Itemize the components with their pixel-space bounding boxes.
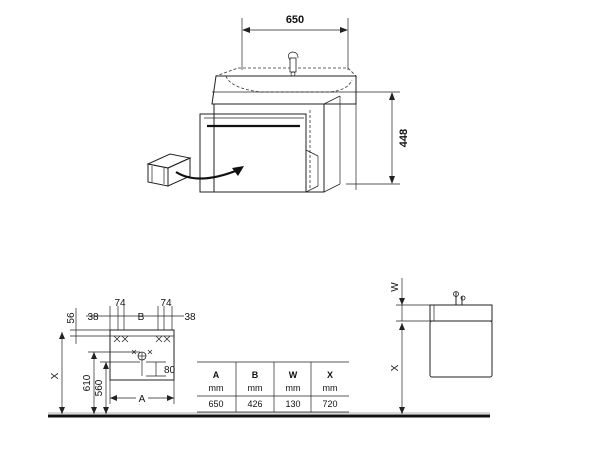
table-unit-b: mm — [248, 383, 263, 393]
table-unit-a: mm — [209, 383, 224, 393]
table-header-w: W — [289, 370, 298, 380]
fixing-point-icon — [113, 335, 171, 343]
dim-x-left: X — [50, 372, 61, 379]
dim-left-38: 38 — [87, 312, 99, 323]
dim-560: 560 — [94, 379, 105, 396]
arrowhead-icon — [232, 166, 244, 176]
table-header-x: X — [327, 370, 333, 380]
dimension-table: A B W X mm mm mm mm 650 426 130 720 — [197, 361, 349, 413]
table-value-w: 130 — [285, 399, 300, 409]
dim-80: 80 — [164, 365, 176, 376]
side-elevation-view: W X — [390, 278, 493, 414]
width-dimension-label: 650 — [286, 14, 304, 26]
dim-a-label: A — [139, 394, 146, 405]
dim-b-label: B — [138, 312, 145, 323]
dim-56: 56 — [66, 312, 77, 324]
dim-x-right: X — [390, 364, 401, 371]
table-unit-x: mm — [323, 383, 338, 393]
drawer-insert — [146, 153, 192, 187]
dim-right-74: 74 — [160, 298, 172, 309]
dim-610: 610 — [82, 374, 93, 391]
table-header-b: B — [252, 370, 259, 380]
table-header-a: A — [213, 370, 220, 380]
installation-plan-view: 38 74 B 74 38 56 X — [48, 298, 490, 418]
movement-arrow-icon — [175, 168, 239, 180]
table-value-x: 720 — [322, 399, 337, 409]
dim-right-38: 38 — [184, 312, 196, 323]
vanity-perspective-view: 650 — [146, 14, 410, 193]
table-unit-w: mm — [286, 383, 301, 393]
dim-w-label: W — [390, 282, 401, 292]
dim-left-74: 74 — [114, 298, 126, 309]
height-dimension-label: 448 — [398, 129, 410, 147]
table-value-b: 426 — [247, 399, 262, 409]
table-value-a: 650 — [208, 399, 223, 409]
